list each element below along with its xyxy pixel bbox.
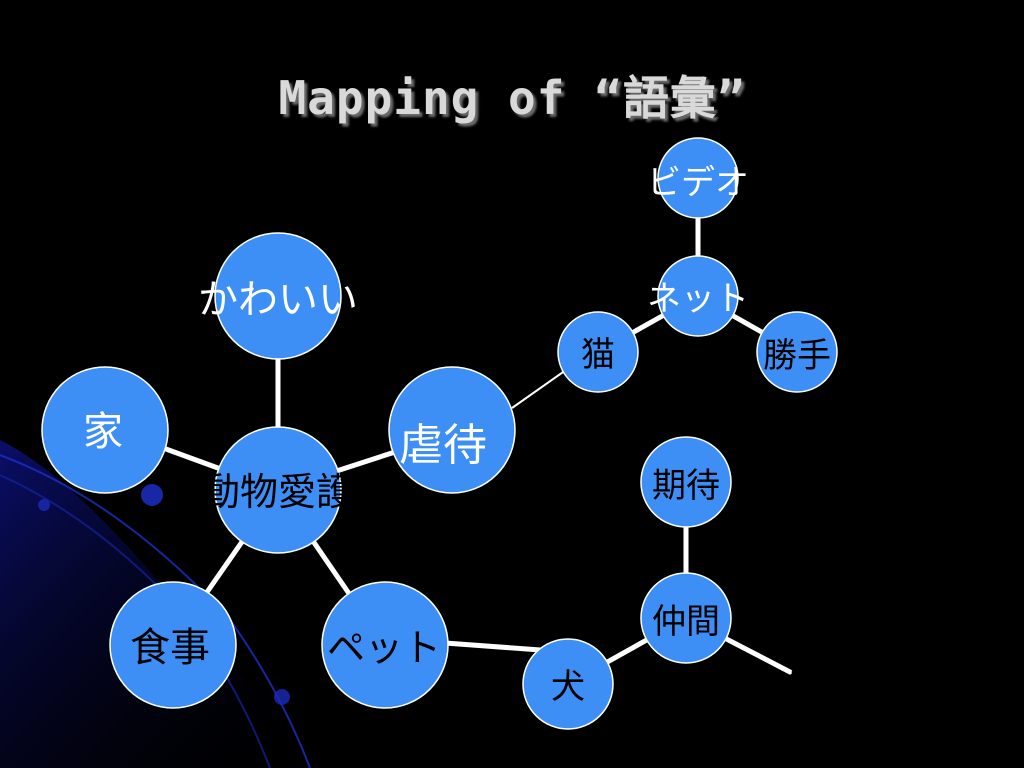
- label-neko: 猫: [581, 335, 615, 375]
- node-nakama: [640, 572, 732, 664]
- label-petto: ペット: [327, 626, 441, 670]
- node-shokuji: [109, 581, 237, 709]
- diagram-labels: かわいい 家 虐待 動物愛護 食事 ペット 猫 ネット ビデオ 勝手 犬 仲間 …: [83, 163, 858, 709]
- label-ie: 家: [83, 409, 123, 455]
- diagram-nodes: [41, 137, 838, 730]
- label-center: 動物愛護: [202, 470, 354, 514]
- node-inu: [522, 638, 614, 730]
- label-bideo: ビデオ: [647, 163, 749, 203]
- label-gyakutai: 虐待: [399, 420, 487, 471]
- node-bideo: [657, 137, 739, 219]
- label-katte: 勝手: [763, 336, 831, 376]
- label-nakama: 仲間: [652, 602, 720, 642]
- edge-gyakutai-neko: [511, 369, 567, 409]
- node-netto: [657, 255, 739, 337]
- slide-title: Mapping of “語彙”: [278, 71, 746, 125]
- label-kawaii: かわいい: [198, 277, 358, 323]
- node-katte: [756, 311, 838, 393]
- node-center: [214, 426, 342, 554]
- node-kawaii: [214, 232, 342, 360]
- label-inu: 犬: [551, 667, 585, 707]
- label-netto: ネット: [647, 279, 749, 319]
- label-uragiri: 裏切り: [750, 668, 858, 709]
- node-gyakutai: [388, 366, 516, 494]
- node-neko: [557, 311, 639, 393]
- label-kitai: 期待: [652, 466, 720, 506]
- label-shokuji: 食事: [130, 625, 210, 671]
- node-ie: [41, 366, 169, 494]
- node-petto: [321, 581, 449, 709]
- node-kitai: [640, 436, 732, 528]
